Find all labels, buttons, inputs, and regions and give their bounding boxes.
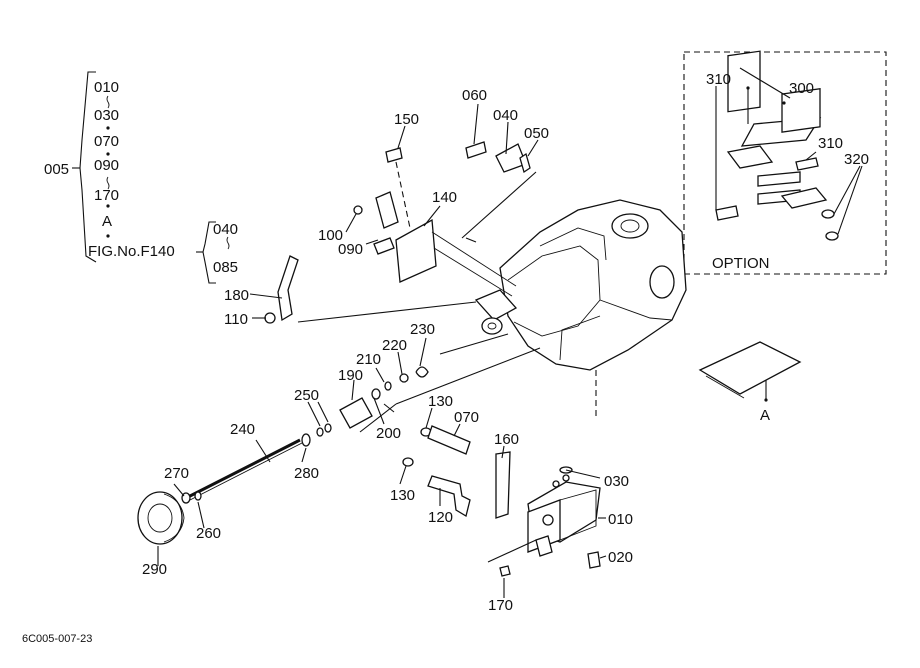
fig-ref: FIG.No.F140 [88, 243, 175, 260]
label-070: 070 [454, 409, 479, 426]
label-a: A [760, 407, 770, 424]
label-220: 220 [382, 337, 407, 354]
option-label-320: 320 [844, 151, 869, 168]
label-180: 180 [224, 287, 249, 304]
manual-a [698, 341, 802, 402]
label-170: 170 [488, 597, 513, 614]
option-label-310a: 310 [706, 71, 731, 88]
label-130b: 130 [390, 487, 415, 504]
group-item-070: 070 [94, 133, 119, 150]
pipes [359, 347, 541, 519]
label-230: 230 [410, 321, 435, 338]
cover-290 [137, 491, 185, 545]
option-title: OPTION [712, 255, 770, 272]
label-250: 250 [294, 387, 319, 404]
valve-spool [316, 333, 509, 437]
group-005-bracket [72, 71, 230, 284]
group-005-label: 005 [44, 161, 69, 178]
lever-180 [264, 255, 477, 324]
label-140: 140 [432, 189, 457, 206]
shaft-240 [181, 433, 311, 504]
option-box [683, 50, 887, 275]
label-160: 160 [494, 431, 519, 448]
label-050: 050 [524, 125, 549, 142]
label-120: 120 [428, 509, 453, 526]
label-240: 240 [230, 421, 255, 438]
label-030: 030 [604, 473, 629, 490]
label-280: 280 [294, 465, 319, 482]
fig-ref-range-end: 085 [213, 259, 238, 276]
option-label-310b: 310 [818, 135, 843, 152]
option-label-300: 300 [789, 80, 814, 97]
valve-body-010 [487, 370, 607, 577]
label-200: 200 [376, 425, 401, 442]
label-040: 040 [493, 107, 518, 124]
label-090: 090 [338, 241, 363, 258]
label-020: 020 [608, 549, 633, 566]
label-130a: 130 [428, 393, 453, 410]
label-290: 290 [142, 561, 167, 578]
housing [474, 199, 687, 371]
group-item-170: 170 [94, 187, 119, 204]
label-260: 260 [196, 525, 221, 542]
label-110: 110 [224, 311, 248, 328]
label-150: 150 [394, 111, 419, 128]
label-100: 100 [318, 227, 343, 244]
group-item-a: A [102, 213, 112, 230]
leader-lines [157, 103, 539, 598]
label-270: 270 [164, 465, 189, 482]
label-210: 210 [356, 351, 381, 368]
label-060: 060 [462, 87, 487, 104]
group-item-090: 090 [94, 157, 119, 174]
fig-ref-range-start: 040 [213, 221, 238, 238]
group-item-030: 030 [94, 107, 119, 124]
group-item-010: 010 [94, 79, 119, 96]
upper-linkage [353, 141, 537, 297]
drawing-number: 6C005-007-23 [22, 633, 92, 645]
label-010: 010 [608, 511, 633, 528]
label-190: 190 [338, 367, 363, 384]
